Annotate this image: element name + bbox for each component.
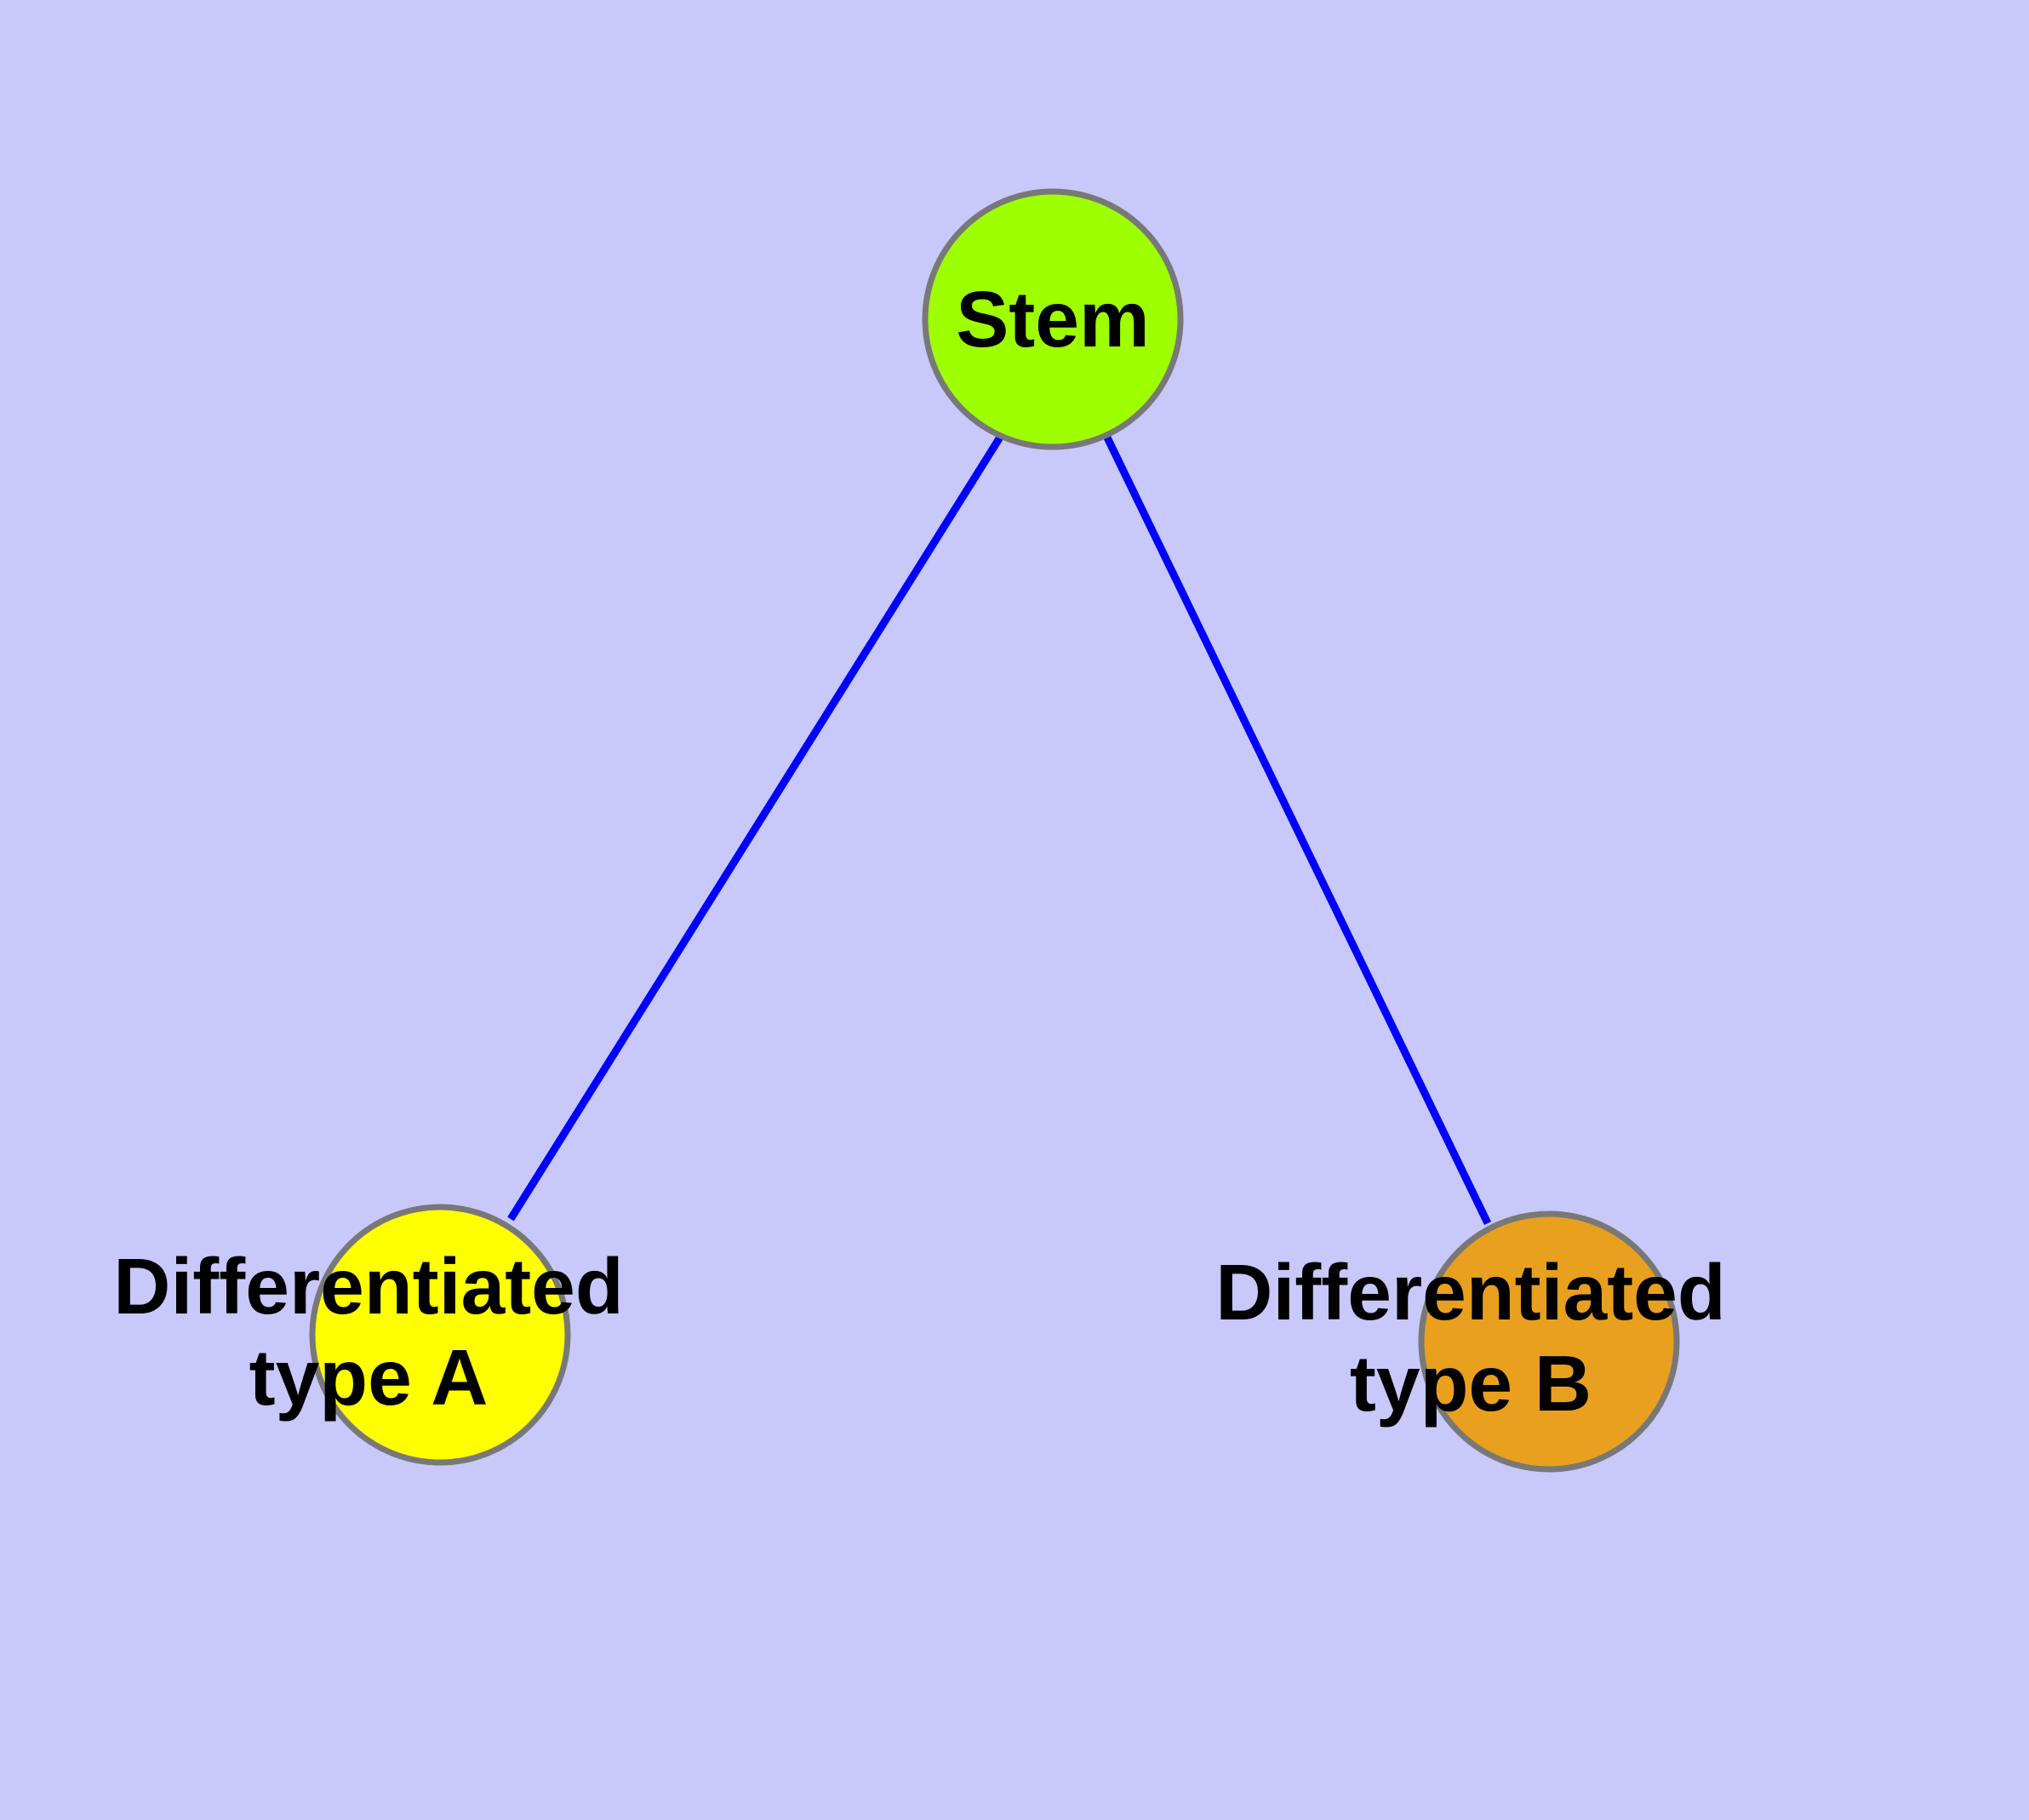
node-layer <box>309 188 1680 1473</box>
node-stem[interactable] <box>922 188 1184 450</box>
edge-stem-to-diff-a[interactable] <box>507 433 1004 1222</box>
node-diff-a[interactable] <box>309 1204 571 1466</box>
edge-layer <box>507 433 1492 1225</box>
edge-stem-to-diff-b[interactable] <box>1102 434 1492 1225</box>
node-diff-b[interactable] <box>1418 1210 1680 1473</box>
